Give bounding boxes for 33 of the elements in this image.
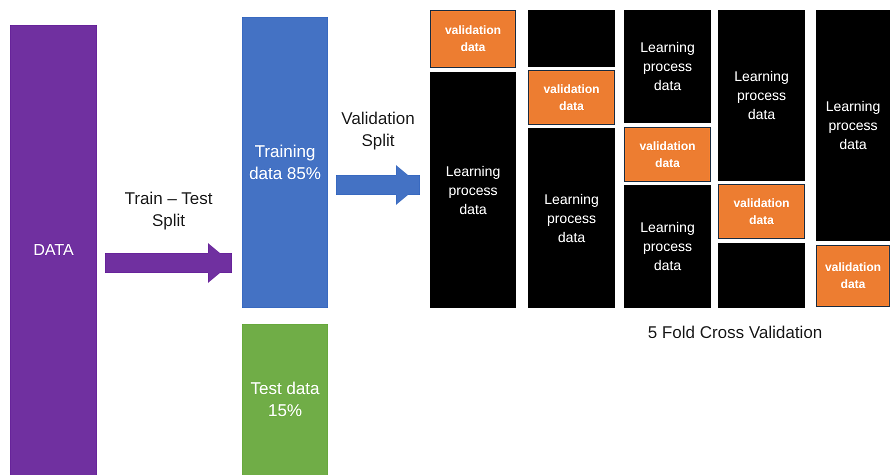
learning-data-block	[624, 10, 711, 123]
block-label: validation data	[824, 259, 882, 293]
block-label: Learning process data	[543, 190, 600, 246]
block-label: Learning process data	[639, 38, 696, 95]
training-data-block	[242, 17, 328, 308]
block-label: validation data	[542, 80, 600, 114]
block-label: DATA	[32, 240, 75, 260]
validation-data-block	[816, 245, 890, 307]
block-arrow	[336, 165, 420, 205]
validation-data-block	[528, 70, 615, 125]
learning-data-block	[624, 185, 711, 308]
validation-data-block	[624, 127, 711, 182]
block-label: Test data 15%	[250, 378, 320, 422]
validation-data-block	[430, 10, 516, 68]
block-label: Learning process data	[639, 218, 696, 275]
block-label: validation data	[732, 194, 790, 228]
test-data-block	[242, 324, 328, 475]
learning-data-block	[816, 10, 890, 241]
learning-data-block	[430, 72, 516, 308]
block-label: Training data 85%	[248, 140, 322, 184]
block-label: Learning process data	[444, 162, 502, 218]
data-bar	[10, 25, 97, 475]
data-block	[718, 243, 805, 308]
learning-data-block	[718, 10, 805, 181]
block-label: Learning process data	[733, 67, 790, 124]
validation-data-block	[718, 184, 805, 239]
data-block	[528, 10, 615, 67]
block-label: Learning process data	[824, 97, 882, 154]
learning-data-block	[528, 128, 615, 308]
block-label: validation data	[638, 138, 696, 172]
block-label: validation data	[444, 22, 502, 56]
block-arrow	[105, 243, 232, 283]
caption-text: 5 Fold Cross Validation	[646, 322, 824, 344]
